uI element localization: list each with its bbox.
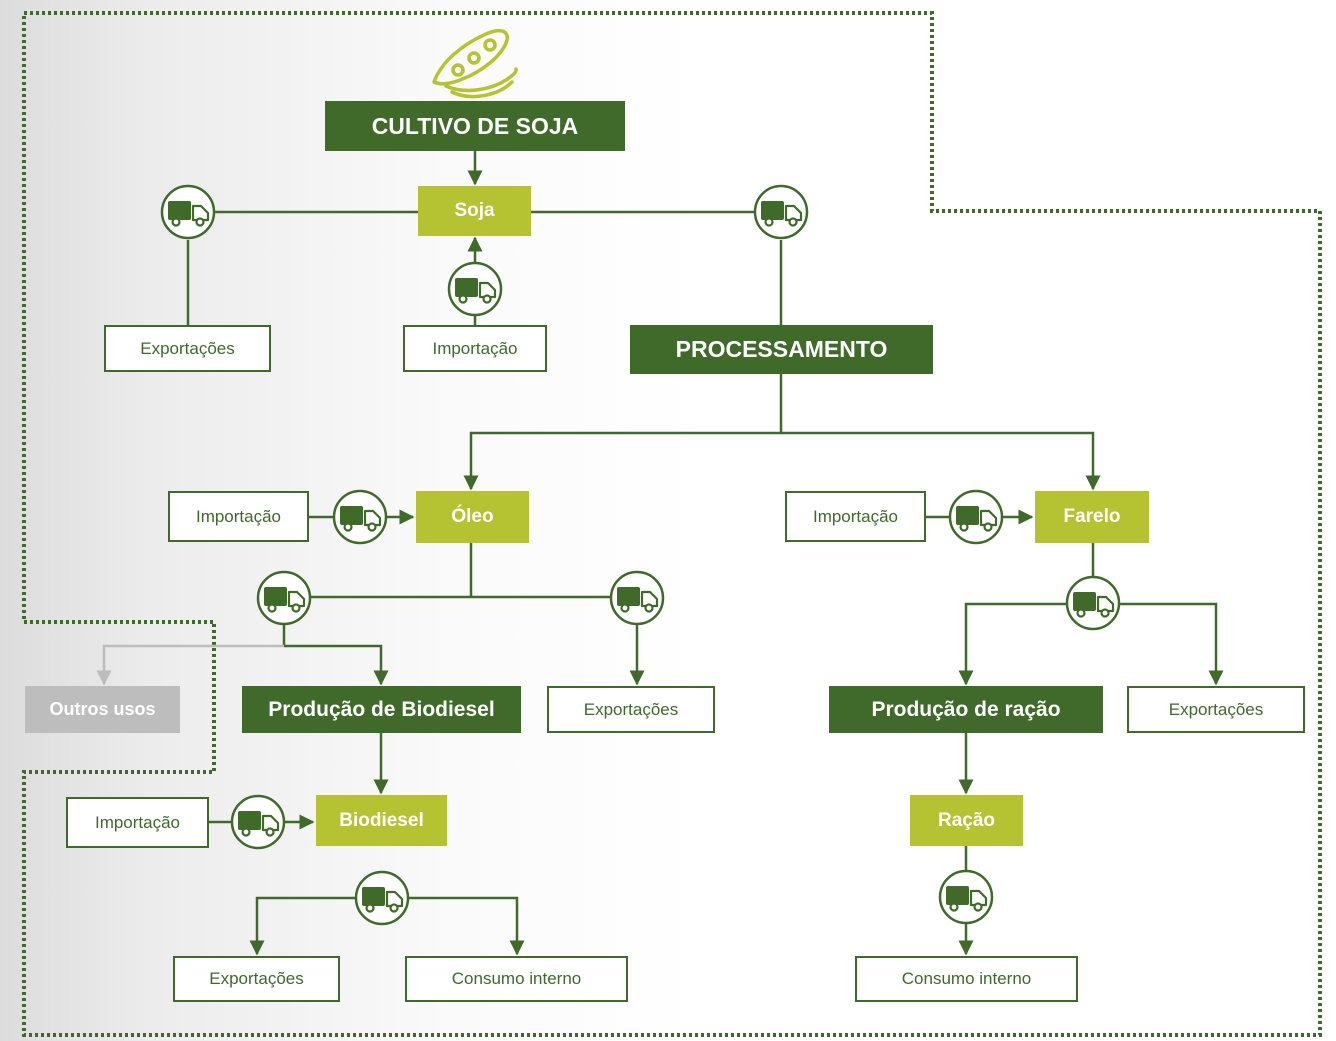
truck-icon bbox=[230, 794, 286, 850]
producao-racao-box: Produção de ração bbox=[829, 686, 1103, 733]
consumo-racao-box: Consumo interno bbox=[855, 956, 1078, 1002]
biodiesel-box: Biodiesel bbox=[316, 795, 447, 846]
outros-usos-box: Outros usos bbox=[25, 686, 180, 733]
soybean-pod-icon bbox=[432, 28, 518, 99]
truck-icon bbox=[354, 870, 410, 926]
truck-icon bbox=[753, 184, 809, 240]
edge-processamento-split bbox=[463, 374, 783, 491]
exportacoes-oleo-box: Exportações bbox=[547, 686, 715, 733]
soja-box: Soja bbox=[418, 186, 531, 236]
truck-icon bbox=[160, 184, 216, 240]
truck-icon bbox=[609, 570, 665, 626]
exportacoes-biodiesel-box: Exportações bbox=[173, 956, 340, 1002]
importacao-soja-box: Importação bbox=[403, 325, 547, 372]
cultivo-de-soja-box: CULTIVO DE SOJA bbox=[325, 101, 625, 151]
edge-to-consumo-biodiesel bbox=[409, 896, 525, 956]
edge-to-exportacoes-farelo bbox=[1120, 602, 1224, 686]
importacao-farelo-box: Importação bbox=[785, 491, 926, 542]
edge-processamento-farelo bbox=[781, 431, 1101, 491]
consumo-biodiesel-box: Consumo interno bbox=[405, 956, 628, 1002]
edge-to-exportacoes-biodiesel bbox=[249, 896, 355, 956]
exportacoes-soja-box: Exportações bbox=[104, 325, 271, 372]
racao-box: Ração bbox=[910, 795, 1023, 846]
truck-icon bbox=[1065, 575, 1121, 631]
edge-to-racao-production bbox=[958, 602, 1066, 686]
edge-to-biodiesel-production bbox=[284, 644, 389, 686]
processamento-box: PROCESSAMENTO bbox=[630, 325, 933, 374]
importacao-oleo-box: Importação bbox=[168, 491, 309, 542]
importacao-biodiesel-box: Importação bbox=[66, 797, 209, 848]
domestic-boundary bbox=[22, 11, 1322, 1037]
truck-icon bbox=[948, 489, 1004, 545]
exportacoes-farelo-box: Exportações bbox=[1127, 686, 1305, 733]
farelo-box: Farelo bbox=[1035, 491, 1149, 543]
truck-icon bbox=[332, 489, 388, 545]
producao-biodiesel-box: Produção de Biodiesel bbox=[242, 686, 521, 733]
edge-to-outros-usos bbox=[96, 644, 284, 686]
oleo-box: Óleo bbox=[416, 491, 529, 543]
truck-icon bbox=[447, 261, 503, 317]
truck-icon bbox=[938, 869, 994, 925]
truck-icon bbox=[256, 570, 312, 626]
